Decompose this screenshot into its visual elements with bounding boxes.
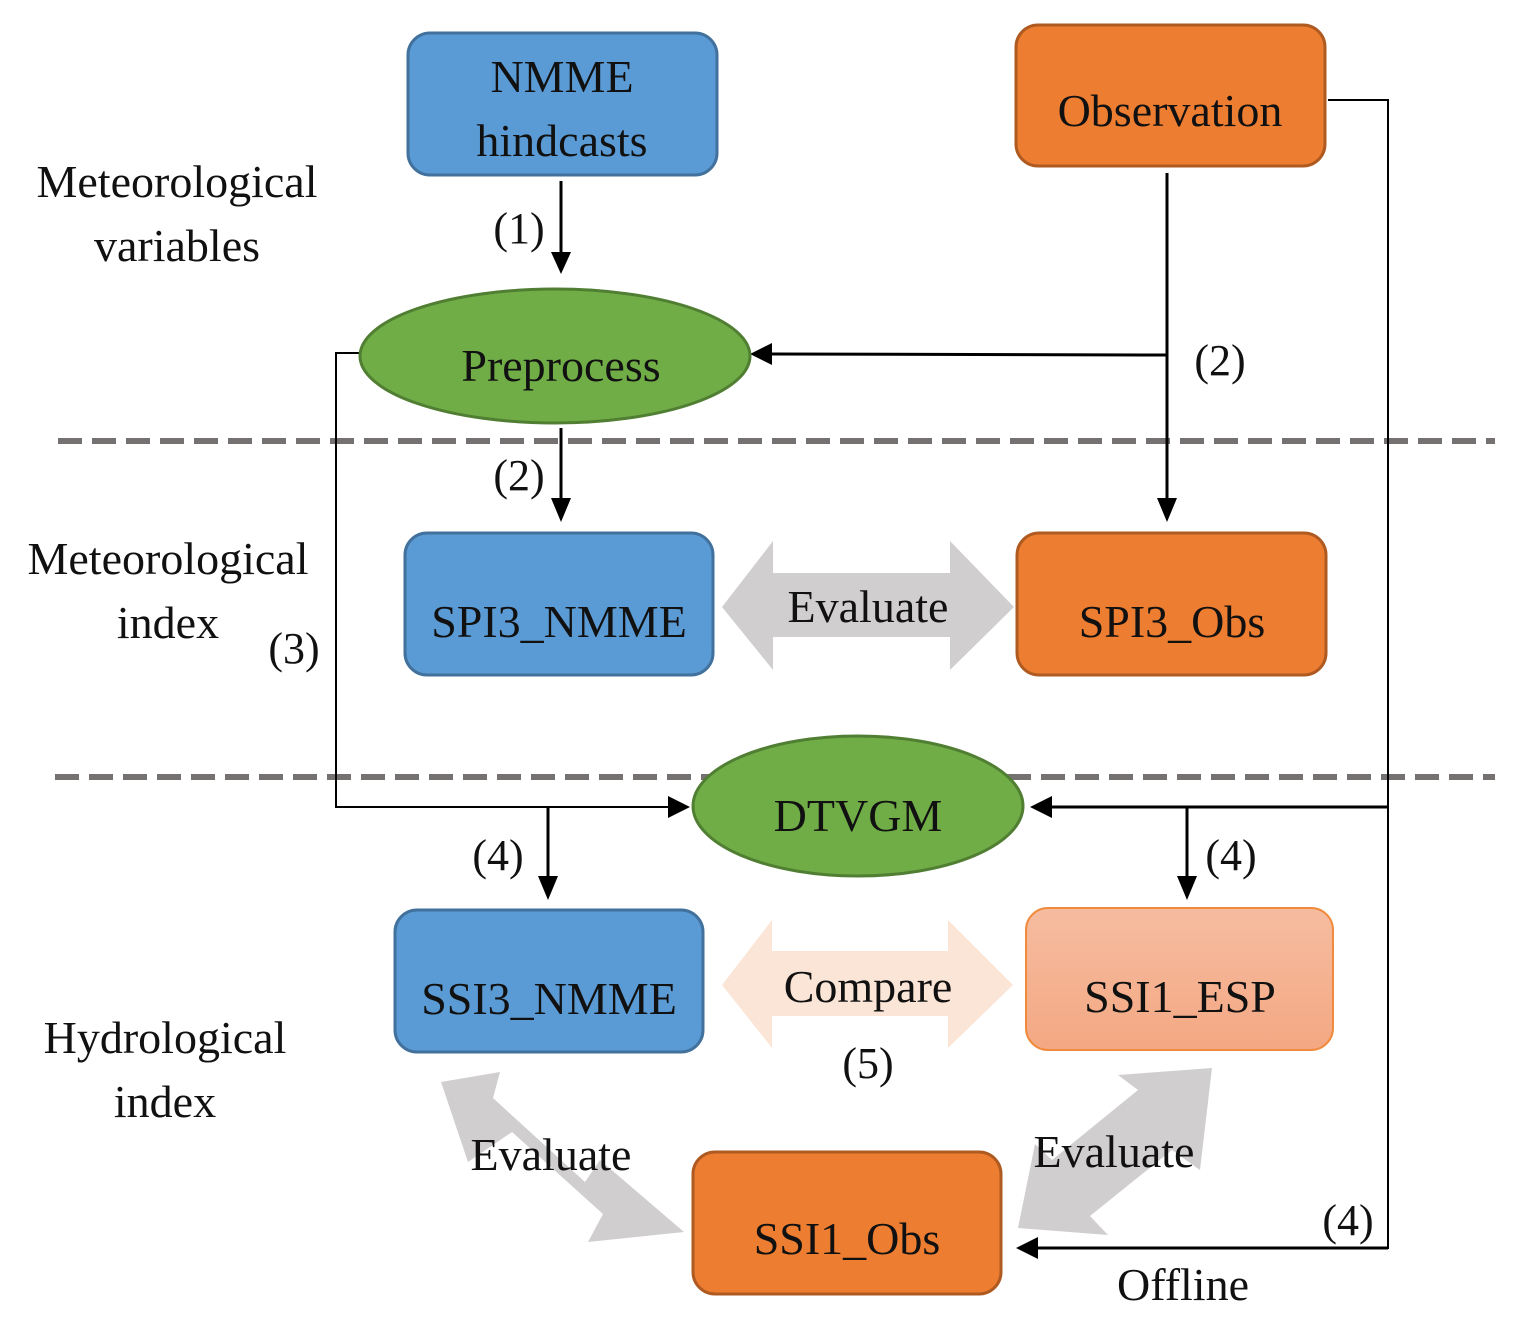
svg-text:DTVGM: DTVGM	[774, 790, 943, 841]
section-label-meteorological-index: Meteorological index	[27, 533, 308, 648]
node-ssi1-esp: SSI1_ESP	[1025, 907, 1334, 1051]
step-4-offline-label: (4)	[1322, 1196, 1373, 1245]
node-spi3-nmme: SPI3_NMME	[403, 531, 715, 677]
svg-text:index: index	[114, 1076, 216, 1127]
connectors	[335, 99, 1389, 1250]
step-3-label: (3)	[268, 624, 319, 673]
evaluate-right-label: Evaluate	[1034, 1126, 1195, 1177]
compare-ssi-label: Compare	[784, 961, 953, 1012]
svg-text:Observation: Observation	[1058, 85, 1283, 136]
section-label-meteorological-variables: Meteorological variables	[36, 156, 317, 271]
arrowhead-preprocess-right	[750, 343, 772, 365]
arrowhead-ssi3nmme-top	[538, 876, 558, 900]
section-label-hydrological-index: Hydrological index	[44, 1012, 287, 1127]
arrowhead-ssi1obs-right	[1016, 1237, 1038, 1259]
evaluate-right-arrow	[1018, 1068, 1212, 1235]
connector-obs-preprocess	[771, 352, 1168, 357]
arrowhead-dtvgm-left	[668, 796, 690, 818]
node-nmme-hindcasts: NMME hindcasts	[406, 31, 719, 177]
arrowhead-spi3obs-top	[1157, 498, 1177, 522]
step-4-left-label: (4)	[472, 831, 523, 880]
svg-text:index: index	[117, 597, 219, 648]
step-4-right-label: (4)	[1205, 831, 1256, 880]
svg-text:Meteorological: Meteorological	[27, 533, 308, 584]
svg-text:SSI1_ESP: SSI1_ESP	[1084, 971, 1276, 1022]
compare-ssi-arrow	[722, 920, 1013, 1048]
evaluate-spi-label: Evaluate	[788, 581, 949, 632]
arrowhead-ssi1esp-top	[1177, 876, 1197, 900]
svg-text:SSI3_NMME: SSI3_NMME	[421, 973, 677, 1024]
node-ssi3-nmme: SSI3_NMME	[393, 908, 705, 1054]
node-observation: Observation	[1014, 23, 1327, 168]
evaluate-left-label: Evaluate	[471, 1129, 632, 1180]
arrowhead-spi3nmme-top	[551, 498, 571, 522]
node-ssi1-obs: SSI1_Obs	[691, 1150, 1003, 1296]
node-spi3-obs: SPI3_Obs	[1015, 531, 1328, 677]
svg-text:Meteorological: Meteorological	[36, 156, 317, 207]
svg-text:SPI3_NMME: SPI3_NMME	[431, 596, 687, 647]
offline-label: Offline	[1117, 1259, 1249, 1310]
svg-text:Hydrological: Hydrological	[44, 1012, 287, 1063]
arrowhead-dtvgm-right	[1030, 796, 1052, 818]
step-1-label: (1)	[493, 204, 544, 253]
node-dtvgm: DTVGM	[691, 734, 1025, 878]
svg-text:hindcasts: hindcasts	[476, 115, 647, 166]
svg-text:variables: variables	[94, 220, 260, 271]
evaluate-spi-arrow	[722, 541, 1014, 670]
svg-text:SSI1_Obs: SSI1_Obs	[754, 1213, 941, 1264]
arrowheads	[538, 252, 1197, 1259]
step-2-obs-label: (2)	[1194, 336, 1245, 385]
node-preprocess: Preprocess	[358, 287, 752, 425]
evaluate-left-arrow	[441, 1072, 684, 1242]
svg-text:SPI3_Obs: SPI3_Obs	[1079, 596, 1266, 647]
step-5-label: (5)	[842, 1039, 893, 1088]
arrowhead-preprocess-top	[551, 252, 571, 274]
connector-preprocess-dtvgm	[335, 352, 668, 808]
step-2-preprocess-label: (2)	[493, 451, 544, 500]
svg-text:Preprocess: Preprocess	[461, 340, 660, 391]
svg-text:NMME: NMME	[490, 51, 633, 102]
